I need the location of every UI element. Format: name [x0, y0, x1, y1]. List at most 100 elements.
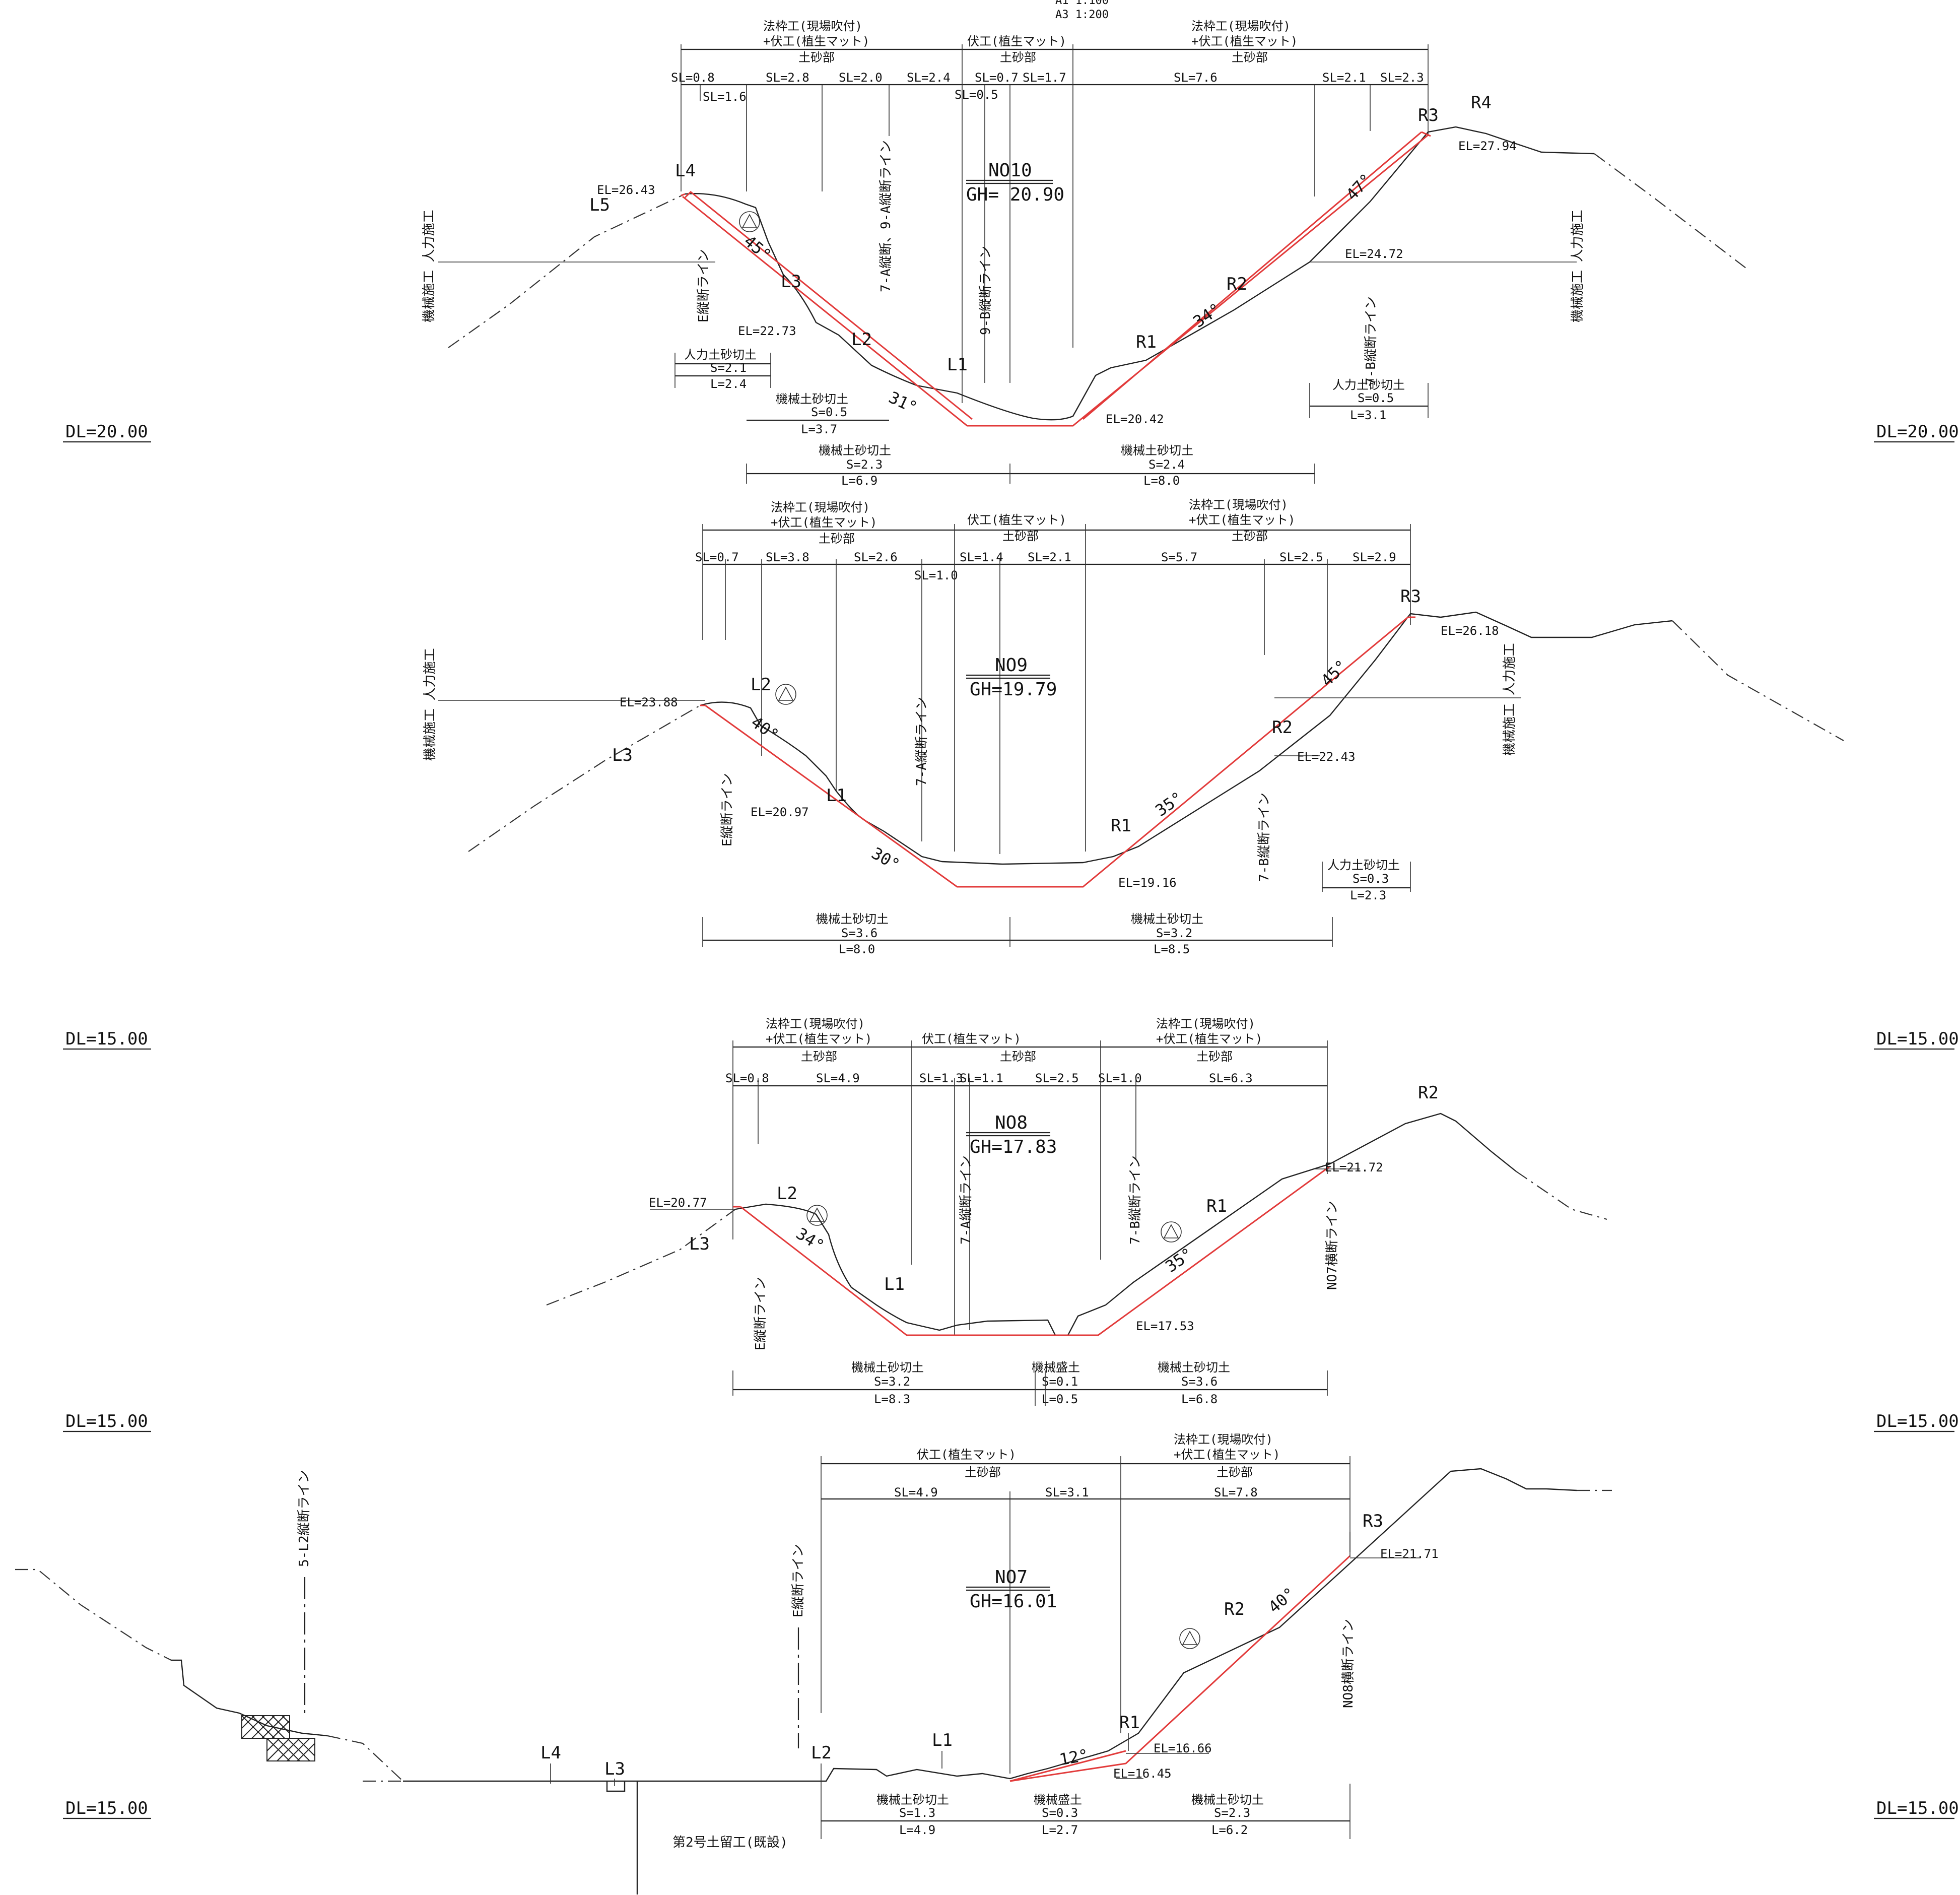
warning-triangle-icon [1179, 1628, 1200, 1649]
slope-angle: 35° [1152, 788, 1186, 820]
line-5l2-label: 5-L2縦断ライン [297, 1470, 312, 1567]
datum-label: DL=15.00 [1876, 1411, 1959, 1431]
header-right-2: +伏工(植生マット) [1156, 1032, 1262, 1046]
point-label: R3 [1400, 586, 1421, 607]
header-right-1: 法枠工(現場吹付) [1189, 498, 1288, 512]
sl-label: SL=0.8 [671, 71, 715, 85]
cut-title: 機械土砂切土 [851, 1360, 924, 1375]
cut-s: S=3.6 [1181, 1375, 1218, 1389]
elevation: EL=23.88 [620, 695, 678, 709]
line-7a-label: 7-A縦断ライン [914, 697, 929, 786]
header-left-1: 法枠工(現場吹付) [771, 500, 870, 514]
point-label: L2 [851, 330, 872, 350]
sl-label: SL=2.6 [854, 550, 898, 564]
slope-angle: 45° [1317, 656, 1351, 690]
point-label: L2 [777, 1184, 797, 1204]
cut-l: L=2.3 [1350, 888, 1386, 902]
cut-l: L=8.3 [874, 1392, 910, 1406]
datum-label: DL=15.00 [65, 1411, 148, 1431]
section-gh: GH=17.83 [970, 1137, 1057, 1157]
slope-angle: 30° [868, 843, 903, 875]
point-label: L3 [781, 272, 801, 292]
sl-label: SL=7.6 [1174, 71, 1218, 85]
warning-triangle-icon [1161, 1221, 1182, 1243]
existing-wall-label: 第2号土留工(既設) [672, 1835, 788, 1850]
section-name: NO10 [988, 160, 1032, 181]
header-left-2: +伏工(植生マット) [771, 515, 877, 530]
elevation: EL=27.94 [1458, 139, 1517, 153]
sl-label: SL=0.8 [725, 1071, 769, 1085]
point-label: L1 [884, 1274, 905, 1294]
point-label: L4 [675, 161, 696, 181]
header-right-1: 法枠工(現場吹付) [1174, 1432, 1273, 1447]
cut-l: L=6.8 [1181, 1392, 1218, 1406]
point-label: L5 [589, 195, 610, 215]
point-label: L2 [751, 675, 771, 695]
cut-l: L=2.7 [1042, 1823, 1078, 1837]
point-label: L1 [826, 786, 847, 806]
datum-label: DL=15.00 [65, 1798, 148, 1818]
sl-label: SL=4.9 [816, 1071, 860, 1085]
slope-angle: 35° [1162, 1244, 1196, 1276]
header-mid-2: 土砂部 [1002, 529, 1039, 543]
elevation: EL=20.97 [751, 805, 809, 819]
cut-title: 機械土砂切土 [1191, 1793, 1264, 1807]
header-left-3: 土砂部 [819, 532, 855, 546]
point-label: L3 [604, 1759, 625, 1779]
warning-triangle-icon [739, 211, 760, 232]
sl-label: SL=2.0 [839, 71, 883, 85]
sl-label: SL=2.1 [1028, 550, 1071, 564]
header-mid-2: 土砂部 [965, 1465, 1001, 1479]
header-mid-2: 土砂部 [1000, 1050, 1036, 1064]
cut-s: S=0.5 [811, 405, 847, 419]
header-mid-1: 伏工(植生マット) [967, 513, 1066, 527]
cut-l: L=6.9 [841, 474, 877, 488]
e-line-label: E縦断ライン [720, 773, 735, 846]
scale-a1: A1 1:100 [1055, 0, 1109, 7]
header-right-3: 土砂部 [1196, 1050, 1233, 1064]
section-no8: 法枠工(現場吹付) +伏工(植生マット) 土砂部 伏工(植生マット) 土砂部 法… [546, 1017, 1607, 1406]
cut-s: S=3.6 [841, 926, 877, 940]
sl-label: SL=2.5 [1035, 1071, 1079, 1085]
e-line-label: E縦断ライン [753, 1277, 768, 1350]
point-label: L3 [612, 745, 633, 765]
line-7b-label: 7-B縦断ライン [1128, 1155, 1143, 1245]
section-name: NO8 [995, 1113, 1028, 1133]
elevation: EL=22.73 [738, 324, 796, 338]
header-right-3: 土砂部 [1232, 50, 1268, 64]
left-work-label: 機械施工 人力施工 [422, 210, 437, 322]
cut-l: L=0.5 [1042, 1392, 1078, 1406]
right-work-label: 機械施工 人力施工 [1502, 643, 1517, 756]
datum-label: DL=15.00 [65, 1029, 148, 1049]
elevation: EL=20.77 [649, 1196, 707, 1210]
line-no7-label: NO7横断ライン [1325, 1201, 1340, 1290]
section-gh: GH=19.79 [970, 679, 1057, 700]
datum-label: DL=20.00 [65, 422, 148, 442]
elevation: EL=19.16 [1118, 876, 1177, 890]
point-label: R1 [1206, 1196, 1227, 1216]
cut-s: S=2.3 [846, 458, 883, 472]
datum-label: DL=15.00 [1876, 1029, 1959, 1049]
sl-label: SL=0.5 [955, 88, 998, 102]
cut-s: S=3.2 [1156, 926, 1192, 940]
point-label: R1 [1119, 1713, 1140, 1733]
warning-triangle-icon [775, 684, 796, 705]
sl-label: SL=0.7 [695, 550, 739, 564]
header-right-3: 土砂部 [1232, 529, 1268, 543]
datum-label: DL=15.00 [1876, 1798, 1959, 1818]
cut-l: L=2.4 [710, 377, 747, 391]
right-work-label: 機械施工 人力施工 [1570, 210, 1585, 322]
sl-label: SL=2.3 [1380, 71, 1424, 85]
point-label: R2 [1224, 1599, 1245, 1619]
retaining-block-icon [241, 1715, 315, 1761]
line-no8-label: NO8横断ライン [1341, 1619, 1356, 1708]
header-mid-1: 伏工(植生マット) [922, 1032, 1021, 1046]
cut-title: 機械土砂切土 [1158, 1360, 1230, 1375]
point-label: R2 [1418, 1083, 1439, 1103]
point-label: L1 [947, 355, 968, 375]
section-gh: GH= 20.90 [966, 184, 1064, 205]
cut-l: L=3.1 [1350, 408, 1386, 422]
elevation: EL=17.53 [1136, 1319, 1194, 1333]
header-mid-1: 伏工(植生マット) [967, 34, 1066, 48]
elevation: EL=20.42 [1106, 412, 1164, 426]
